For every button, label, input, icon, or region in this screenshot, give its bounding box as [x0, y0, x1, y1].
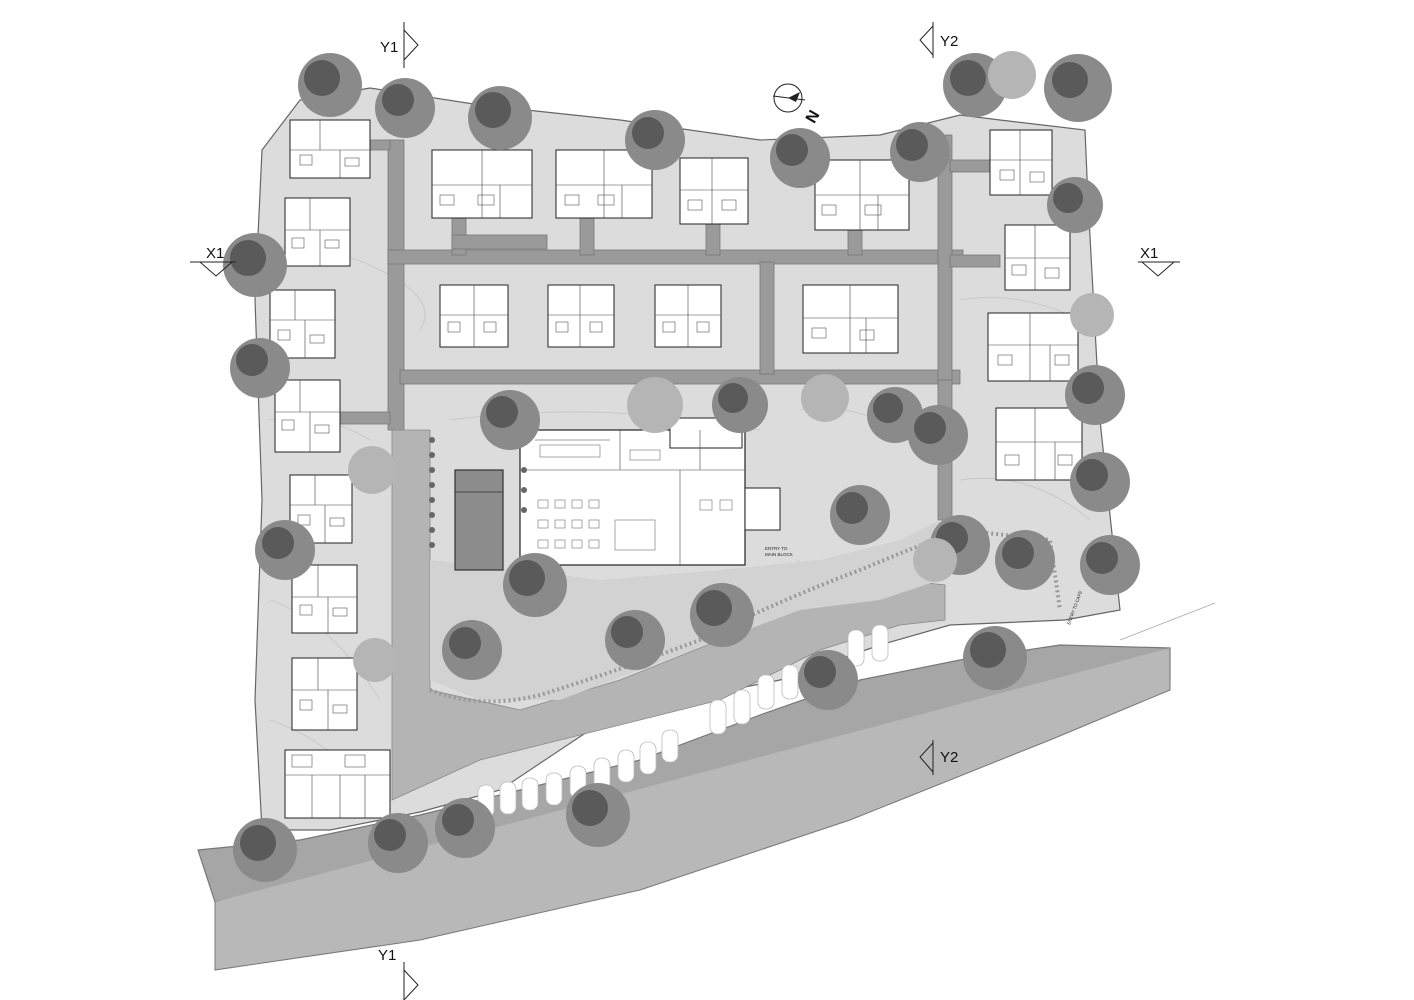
tree [890, 122, 950, 182]
tree [566, 783, 630, 847]
inner-lawn [430, 520, 940, 700]
tree [353, 638, 397, 682]
tree [1070, 293, 1114, 337]
tree [995, 530, 1055, 590]
tree [908, 405, 968, 465]
main-block: ENTRY TO MAIN BLOCK [519, 417, 793, 566]
main-lawn-path [391, 429, 946, 801]
tree [298, 53, 362, 117]
section-label-y2-top: Y2 [940, 33, 958, 50]
tree [1065, 365, 1125, 425]
tree [963, 626, 1027, 690]
section-label-x1-left: X1 [206, 245, 224, 262]
tree [348, 446, 396, 494]
room-partitions [270, 120, 1082, 730]
road-edge [214, 648, 1171, 971]
tree [223, 233, 287, 297]
stone-edge [429, 527, 1062, 704]
tree [690, 583, 754, 647]
tree [625, 110, 685, 170]
tree [375, 78, 435, 138]
tree [368, 813, 428, 873]
swimming-pool [454, 469, 504, 571]
tree [230, 338, 290, 398]
tree [801, 374, 849, 422]
tree [830, 485, 890, 545]
main-entry-note-2: MAIN BLOCK [765, 552, 793, 557]
hedge-row [429, 437, 527, 548]
section-label-x1-right: X1 [1140, 245, 1158, 262]
main-entry-note-1: ENTRY TO [765, 546, 788, 551]
tree [1044, 54, 1112, 122]
tree [712, 377, 768, 433]
tree [503, 553, 567, 617]
tree [468, 86, 532, 150]
cottage-furniture [277, 154, 1073, 714]
cottage-units [269, 119, 1083, 731]
tree [435, 798, 495, 858]
section-label-y1-top: Y1 [380, 39, 398, 56]
section-label-y1-bottom: Y1 [378, 947, 396, 964]
section-label-y2-mid: Y2 [940, 749, 958, 766]
north-label: N [803, 108, 824, 127]
tree [1080, 535, 1140, 595]
right-guide-line [1119, 602, 1216, 641]
tree [627, 377, 683, 433]
section-markers [190, 22, 1180, 1000]
tree [1070, 452, 1130, 512]
walkways [339, 134, 1001, 521]
tree [1047, 177, 1103, 233]
service-block [284, 749, 391, 819]
tree [605, 610, 665, 670]
tree [233, 818, 297, 882]
tree [770, 128, 830, 188]
tree [798, 650, 858, 710]
parking-bays [477, 624, 889, 818]
tree [988, 51, 1036, 99]
tree [480, 390, 540, 450]
tree [913, 538, 957, 582]
tree [255, 520, 315, 580]
trees [223, 51, 1140, 882]
north-arrow: N [772, 83, 824, 127]
tree [442, 620, 502, 680]
